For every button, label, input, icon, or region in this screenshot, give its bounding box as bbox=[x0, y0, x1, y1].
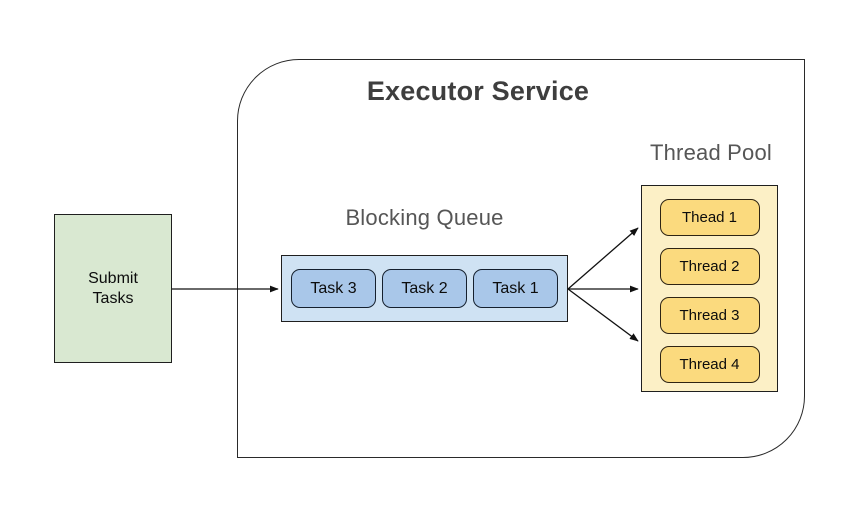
task-2-box: Task 2 bbox=[382, 269, 467, 308]
submit-tasks-label-line1: Submit bbox=[88, 269, 138, 287]
thread-1-box: Thead 1 bbox=[659, 199, 760, 236]
thread-pool-box: Thead 1 Thread 2 Thread 3 Thread 4 bbox=[641, 185, 778, 392]
thread-pool-label: Thread Pool bbox=[649, 140, 773, 165]
thread-4-box: Thread 4 bbox=[659, 346, 760, 383]
thread-2-box: Thread 2 bbox=[659, 248, 760, 285]
submit-tasks-label-line2: Tasks bbox=[92, 289, 134, 307]
blocking-queue-label: Blocking Queue bbox=[345, 205, 504, 230]
executor-service-container bbox=[237, 59, 805, 458]
blocking-queue-box: Task 3 Task 2 Task 1 bbox=[281, 255, 568, 322]
diagram-title: Executor Service bbox=[366, 76, 590, 106]
submit-tasks-box: Submit Tasks bbox=[54, 214, 172, 363]
thread-3-box: Thread 3 bbox=[659, 297, 760, 334]
task-1-box: Task 1 bbox=[473, 269, 558, 308]
task-3-box: Task 3 bbox=[291, 269, 376, 308]
